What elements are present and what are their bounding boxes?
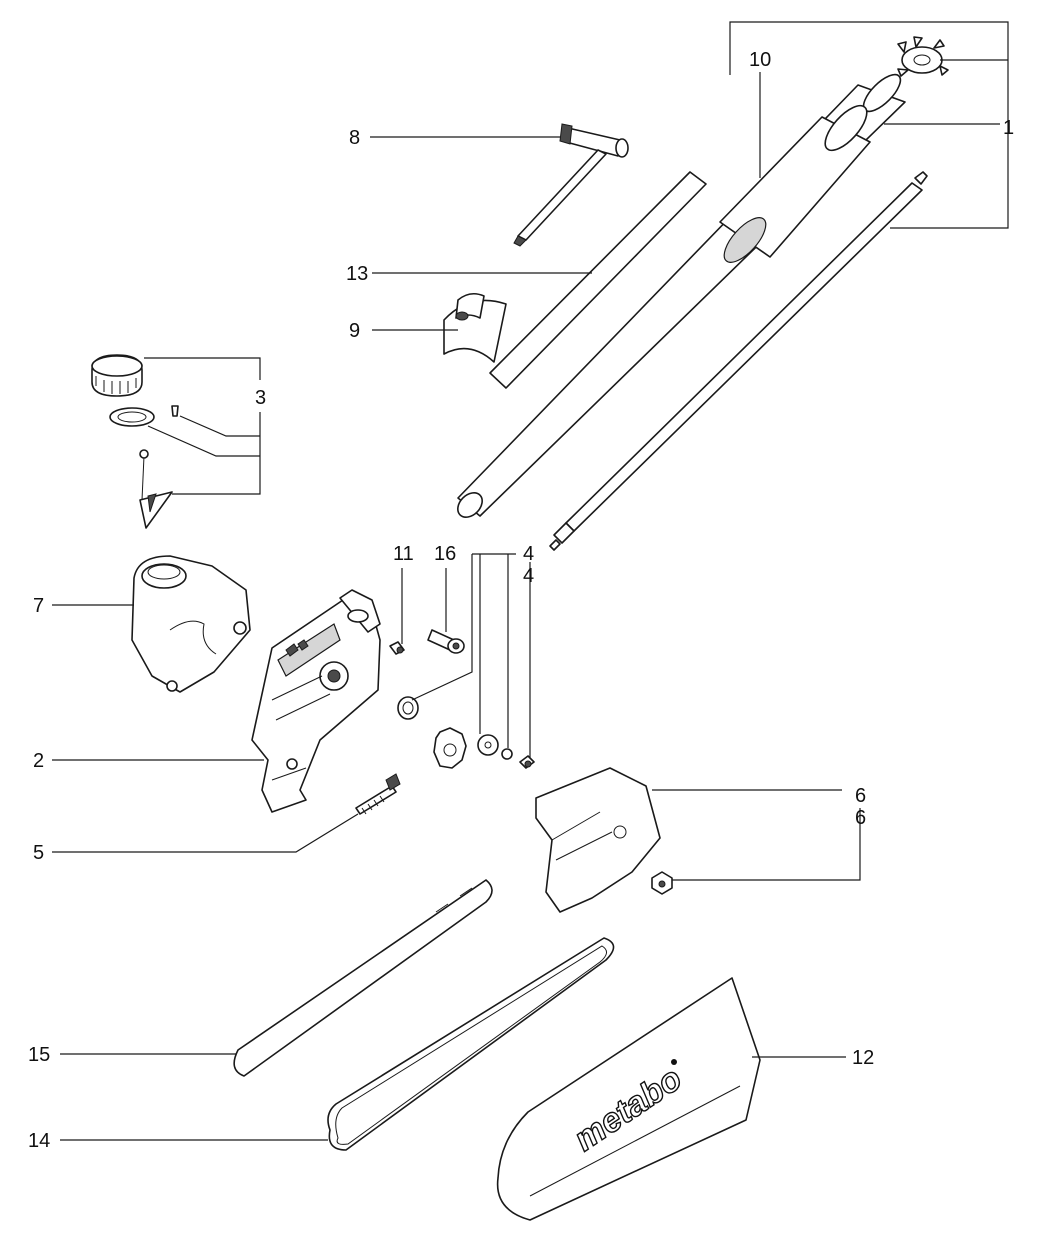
label-part-4-bottom: 4 (523, 565, 534, 587)
label-part-2: 2 (33, 750, 44, 772)
tube-nut (897, 36, 949, 77)
part-12-bar-scabbard: metabo (496, 977, 761, 1221)
label-part-6-bottom: 6 (855, 807, 866, 829)
label-part-9: 9 (349, 320, 360, 342)
callout-labels: 1 10 8 13 9 3 7 11 16 4 4 2 6 6 5 15 12 … (28, 49, 1014, 1152)
label-part-1: 1 (1003, 117, 1014, 139)
label-part-16: 16 (434, 543, 456, 565)
label-part-4-top: 4 (523, 543, 534, 565)
label-part-7: 7 (33, 595, 44, 617)
part-8-t-wrench (513, 123, 629, 247)
label-part-8: 8 (349, 127, 360, 149)
part-1-drive-shaft-assembly (457, 36, 949, 551)
part-13-sleeve-strip (489, 171, 707, 389)
label-part-14: 14 (28, 1130, 50, 1152)
part-3-oil-cap-group (91, 354, 179, 529)
leader-lines (52, 21, 1009, 1141)
part-6-guard-cover (535, 767, 673, 913)
part-11-screw (389, 641, 405, 655)
part-7-cover (131, 555, 251, 693)
part-14-saw-chain (327, 937, 615, 1151)
label-part-10: 10 (749, 49, 771, 71)
part-15-guide-bar (233, 879, 493, 1077)
label-part-6-top: 6 (855, 785, 866, 807)
part-16-pin (427, 629, 465, 654)
label-part-11: 11 (393, 543, 414, 565)
label-part-15: 15 (28, 1044, 50, 1066)
part-2-gear-housing (251, 589, 381, 813)
label-part-13: 13 (346, 263, 368, 285)
part-9-clamp-sleeve (443, 292, 507, 363)
label-part-3: 3 (255, 387, 266, 409)
label-part-12: 12 (852, 1047, 874, 1069)
part-5-chain-tensioner (355, 773, 401, 815)
label-part-5: 5 (33, 842, 44, 864)
part-4-sprocket-set (397, 696, 535, 769)
